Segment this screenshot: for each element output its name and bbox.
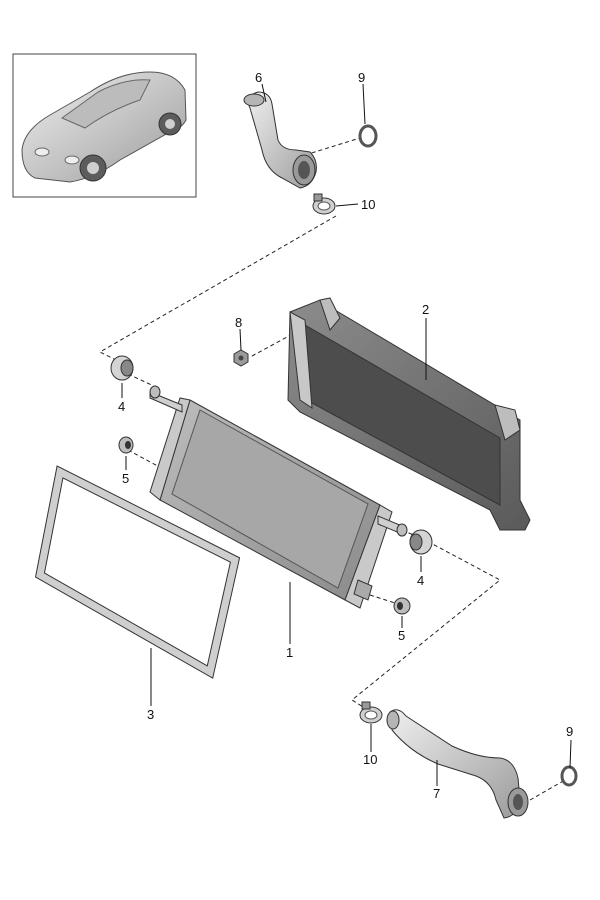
part-8-nut [233, 349, 249, 367]
callout-10-lower: 10 [363, 752, 377, 767]
callout-6: 6 [255, 70, 262, 85]
callout-7: 7 [433, 786, 440, 801]
part-4-lower-collar [409, 529, 433, 555]
vehicle-thumbnail [12, 53, 197, 198]
car-illustration [21, 71, 187, 183]
callout-labels: 6 9 10 8 2 4 5 1 3 4 5 10 7 9 [118, 70, 573, 801]
part-4-upper-collar [110, 355, 134, 381]
part-9-lower-o-ring [560, 765, 578, 787]
callout-5-lower: 5 [398, 628, 405, 643]
part-9-upper-o-ring [358, 124, 378, 148]
callout-10-upper: 10 [361, 197, 375, 212]
part-10-lower-clamp [359, 701, 383, 724]
part-2-bracket [287, 297, 531, 531]
callout-5-upper: 5 [122, 471, 129, 486]
part-6-upper-hose [243, 91, 317, 189]
leader-lines [121, 83, 572, 786]
part-7-lower-hose [386, 709, 529, 819]
part-3-frame [34, 465, 241, 679]
callout-1: 1 [286, 645, 293, 660]
callout-9-upper: 9 [358, 70, 365, 85]
callout-4-upper: 4 [118, 399, 125, 414]
part-5-lower-grommet [393, 597, 411, 615]
part-5-upper-grommet [118, 436, 134, 454]
callout-4-lower: 4 [417, 573, 424, 588]
callout-2: 2 [422, 302, 429, 317]
callout-8: 8 [235, 315, 242, 330]
part-1-radiator [149, 385, 408, 609]
callout-9-lower: 9 [566, 724, 573, 739]
part-10-upper-clamp [312, 193, 336, 215]
callout-3: 3 [147, 707, 154, 722]
